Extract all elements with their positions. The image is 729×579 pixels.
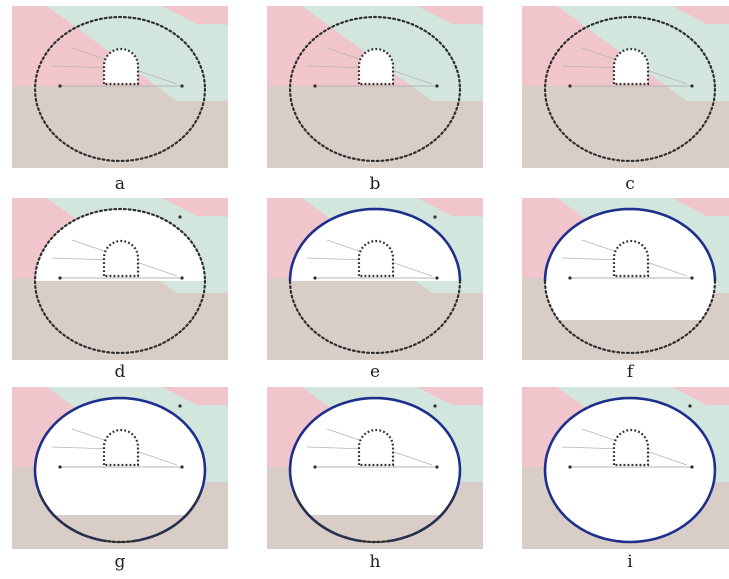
marker-point [178, 404, 182, 408]
bolt-line [51, 65, 113, 69]
panel-i [522, 387, 729, 549]
pilot-tunnel [612, 47, 650, 86]
panel-b-diagram [267, 6, 483, 168]
outer-boundary-bottom-dotted [543, 279, 717, 355]
springline-point [313, 84, 317, 88]
outer-boundary-dotted [288, 15, 462, 163]
pink-zone-upper-right [672, 387, 729, 405]
pilot-tunnel [102, 47, 140, 86]
panel-d [12, 198, 228, 360]
panel-label: a [114, 174, 126, 194]
springline-point [435, 84, 439, 88]
outer-lining-top [543, 207, 717, 282]
panel-label: f [626, 362, 634, 382]
springline-point [690, 276, 694, 280]
panel-label: c [625, 174, 635, 194]
outer-boundary-invert-dotted [38, 491, 202, 544]
panel-label: e [369, 362, 381, 382]
panel-h-diagram [267, 387, 483, 549]
pilot-tunnel [102, 428, 140, 467]
pilot-tunnel [357, 239, 395, 278]
pink-zone-upper-right [162, 387, 228, 405]
panel-f [522, 198, 729, 360]
marker-point [433, 404, 437, 408]
bolt-line [306, 65, 368, 69]
bolt-line [51, 446, 113, 450]
panel-label: d [114, 362, 126, 382]
panel-a-diagram [12, 6, 228, 168]
outer-boundary-bottom-dotted [288, 279, 462, 355]
panel-h [267, 387, 483, 549]
green-zone [302, 6, 483, 101]
springline-point [313, 276, 317, 280]
pilot-tunnel [357, 47, 395, 86]
springline-point [313, 465, 317, 469]
springline-point [435, 276, 439, 280]
pink-zone-upper-right [417, 6, 483, 24]
panel-label: g [114, 552, 126, 572]
springline-point [58, 84, 62, 88]
panel-e-diagram [267, 198, 483, 360]
outer-boundary-invert-dotted [293, 491, 457, 544]
bolt-line [561, 257, 623, 261]
springline-point [568, 465, 572, 469]
outer-boundary-dotted [33, 207, 207, 355]
springline-point [58, 276, 62, 280]
green-zone [47, 6, 228, 101]
bolt-line [51, 257, 113, 261]
panel-c [522, 6, 729, 168]
marker-point [688, 404, 692, 408]
pilot-tunnel [612, 428, 650, 467]
springline-point [690, 465, 694, 469]
panel-c-diagram [522, 6, 729, 168]
excavated-bench [35, 470, 205, 515]
pilot-tunnel [612, 239, 650, 278]
excavated-bench [545, 470, 715, 542]
springline-point [58, 465, 62, 469]
pink-zone-upper-right [162, 198, 228, 216]
springline-point [435, 465, 439, 469]
springline-point [568, 84, 572, 88]
outer-boundary-dotted [543, 15, 717, 163]
panel-g [12, 387, 228, 549]
springline-point [180, 465, 184, 469]
pink-zone-upper-right [417, 387, 483, 405]
pilot-tunnel [102, 239, 140, 278]
panel-label: h [369, 552, 381, 572]
excavated-bench [545, 281, 715, 320]
pink-zone-upper-right [417, 198, 483, 216]
panel-d-diagram [12, 198, 228, 360]
bolt-line [306, 446, 368, 450]
panel-f-diagram [522, 198, 729, 360]
pink-zone-upper-right [672, 6, 729, 24]
bolt-line [306, 257, 368, 261]
bolt-line [561, 65, 623, 69]
outer-boundary-dotted [33, 15, 207, 163]
panel-i-diagram [522, 387, 729, 549]
panel-a [12, 6, 228, 168]
springline-point [568, 276, 572, 280]
pilot-tunnel [357, 428, 395, 467]
marker-point [178, 215, 182, 219]
springline-point [180, 276, 184, 280]
panel-e [267, 198, 483, 360]
pink-zone-upper-right [672, 198, 729, 216]
excavated-bench [290, 470, 460, 515]
panel-label: i [627, 552, 633, 572]
panel-g-diagram [12, 387, 228, 549]
panel-label: b [369, 174, 381, 194]
marker-point [433, 215, 437, 219]
bolt-line [561, 446, 623, 450]
outer-lining-top [288, 207, 462, 282]
pink-zone-upper-right [162, 6, 228, 24]
springline-point [180, 84, 184, 88]
springline-point [690, 84, 694, 88]
outer-lining-full [543, 396, 717, 544]
panel-b [267, 6, 483, 168]
